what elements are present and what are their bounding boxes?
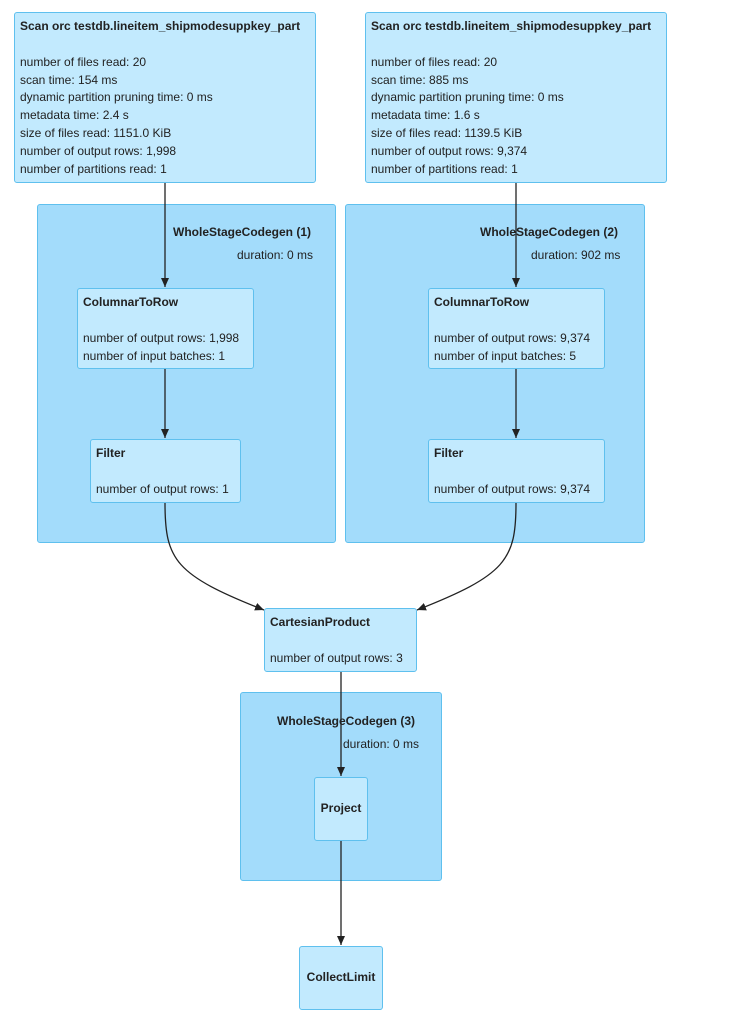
metric: number of output rows: 1,998: [83, 330, 240, 345]
node-title: Filter: [96, 446, 126, 460]
node-cartesian-product[interactable]: CartesianProduct number of output rows: …: [264, 608, 417, 672]
metric: number of partitions read: 1: [20, 161, 167, 176]
node-title: CartesianProduct: [270, 615, 371, 629]
metric: number of output rows: 9,374: [434, 481, 591, 496]
metric: number of output rows: 9,374: [371, 143, 528, 158]
cluster-title: WholeStageCodegen (3): [277, 714, 416, 728]
metric: number of output rows: 1,998: [20, 143, 177, 158]
node-project[interactable]: Project: [314, 777, 368, 841]
node-title: Scan orc testdb.lineitem_shipmodesuppkey…: [20, 19, 301, 33]
metric: number of files read: 20: [20, 54, 147, 69]
metric: number of input batches: 1: [83, 348, 226, 363]
metric: number of input batches: 5: [434, 348, 577, 363]
node-columnar-to-row-1[interactable]: ColumnarToRow number of output rows: 1,9…: [77, 288, 254, 369]
cluster-title: WholeStageCodegen (2): [480, 225, 619, 239]
node-title: ColumnarToRow: [434, 295, 530, 309]
node-collect-limit[interactable]: CollectLimit: [299, 946, 383, 1010]
node-title: Project: [320, 801, 362, 816]
metric: scan time: 154 ms: [20, 72, 118, 87]
metric: scan time: 885 ms: [371, 72, 469, 87]
node-title: ColumnarToRow: [83, 295, 179, 309]
node-title: CollectLimit: [306, 970, 376, 985]
metric: number of output rows: 3: [270, 650, 403, 665]
metric: number of partitions read: 1: [371, 161, 518, 176]
metric: size of files read: 1151.0 KiB: [20, 125, 172, 140]
edge-filter2-to-cartesianproduct: [416, 502, 517, 611]
node-columnar-to-row-2[interactable]: ColumnarToRow number of output rows: 9,3…: [428, 288, 605, 369]
metric: dynamic partition pruning time: 0 ms: [20, 90, 213, 105]
metric: dynamic partition pruning time: 0 ms: [371, 90, 564, 105]
cluster-duration: duration: 0 ms: [237, 248, 314, 262]
node-title: Filter: [434, 446, 464, 460]
cluster-duration: duration: 902 ms: [531, 248, 621, 262]
metric: number of files read: 20: [371, 54, 498, 69]
node-scan-orc-1[interactable]: Scan orc testdb.lineitem_shipmodesuppkey…: [14, 12, 316, 183]
node-title: Scan orc testdb.lineitem_shipmodesuppkey…: [371, 19, 652, 33]
edge-filter1-to-cartesianproduct: [164, 502, 265, 611]
cluster-duration: duration: 0 ms: [343, 737, 420, 751]
metric: metadata time: 1.6 s: [371, 108, 480, 123]
cluster-wholestagecodegen-2: WholeStageCodegen (2) duration: 902 ms: [345, 204, 645, 543]
cluster-title: WholeStageCodegen (1): [173, 225, 312, 239]
metric: number of output rows: 1: [96, 481, 229, 496]
metric: number of output rows: 9,374: [434, 330, 591, 345]
metric: size of files read: 1139.5 KiB: [371, 125, 523, 140]
node-scan-orc-2[interactable]: Scan orc testdb.lineitem_shipmodesuppkey…: [365, 12, 667, 183]
node-filter-2[interactable]: Filter number of output rows: 9,374: [428, 439, 605, 503]
node-filter-1[interactable]: Filter number of output rows: 1: [90, 439, 241, 503]
metric: metadata time: 2.4 s: [20, 108, 129, 123]
